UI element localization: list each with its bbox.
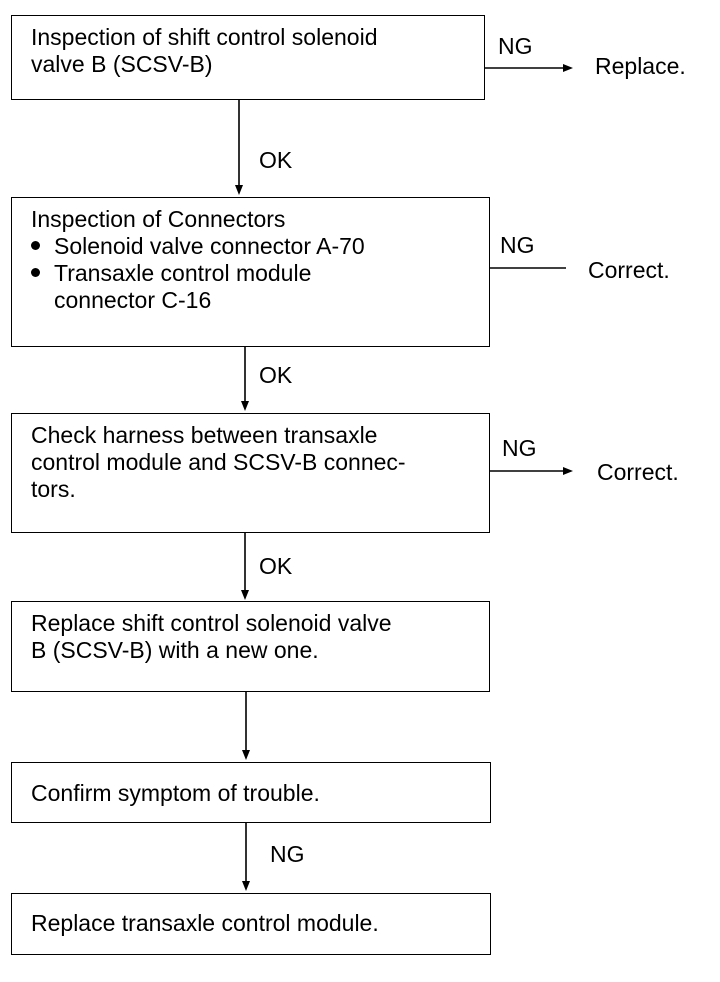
step-2-bullet-2-text-line-2: connector C-16 [54,287,212,313]
bullet-icon [31,241,40,251]
ok-label-2: OK [259,362,293,388]
ng-label-down: NG [270,841,305,867]
step-3-text-line-1: Check harness between transaxle [31,422,378,448]
step-2-bullet-1-text: Solenoid valve connector A-70 [54,233,365,259]
replace-action-label: Replace. [595,53,686,79]
ng-label-branch-1: NG [498,33,533,59]
step-2-box: Inspection of Connectors Solenoid valve … [11,197,490,347]
step-2-bullet-1: Solenoid valve connector A-70 [31,233,489,260]
step-3-box: Check harness between transaxle control … [11,413,490,533]
step-1-box: Inspection of shift control solenoid val… [11,15,485,100]
step-3-text-line-3: tors. [31,476,76,502]
step-6-text-line-1: Replace transaxle control module. [31,910,379,936]
ok-label-3: OK [259,553,293,579]
step-2-bullet-2: Transaxle control module [31,260,489,287]
step-6-box: Replace transaxle control module. [11,893,491,955]
step-4-text-line-2: B (SCSV-B) with a new one. [31,637,319,663]
step-2-title: Inspection of Connectors [31,206,286,232]
ng-label-branch-2: NG [500,232,535,258]
correct-action-label-2: Correct. [597,459,679,485]
step-4-text-line-1: Replace shift control solenoid valve [31,610,392,636]
step-1-text-line-1: Inspection of shift control solenoid [31,24,378,50]
step-5-text-line-1: Confirm symptom of trouble. [31,780,320,806]
step-1-text-line-2: valve B (SCSV-B) [31,51,213,77]
correct-action-label-1: Correct. [588,257,670,283]
step-4-box: Replace shift control solenoid valve B (… [11,601,490,692]
step-5-box: Confirm symptom of trouble. [11,762,491,823]
ng-label-branch-3: NG [502,435,537,461]
step-2-bullet-2-text-line-1: Transaxle control module [54,260,312,286]
step-3-text-line-2: control module and SCSV-B connec- [31,449,406,475]
ok-label-1: OK [259,147,293,173]
bullet-icon [31,268,40,278]
